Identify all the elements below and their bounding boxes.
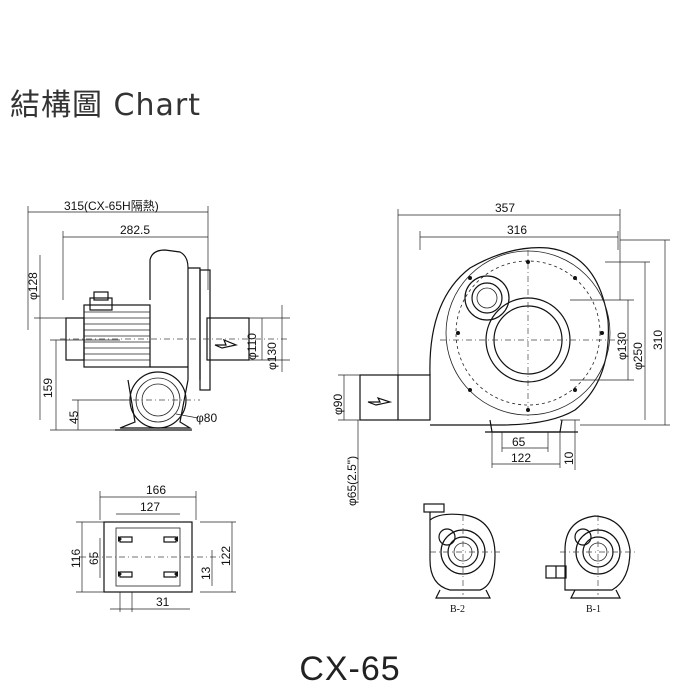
dim-base-65: 65	[512, 435, 526, 449]
side-view: 315(CX-65H隔熱) 282.5 φ128 159 45	[26, 199, 290, 431]
dim-dia-130-front: φ130	[615, 332, 629, 360]
dim-dia-80: φ80	[196, 411, 217, 425]
base-plan-view: 166 127 116 65 122 13	[69, 483, 236, 612]
dim-height-310: 310	[651, 330, 665, 350]
dim-overall-width: 315(CX-65H隔熱)	[64, 199, 159, 213]
variant-b1: B-1	[545, 515, 636, 615]
model-label: CX-65	[299, 650, 401, 688]
variant-b2: B-2	[423, 503, 500, 615]
dim-dia-250: φ250	[631, 342, 645, 370]
dim-dia-110: φ110	[245, 333, 259, 360]
dim-dia-90: φ90	[331, 394, 345, 415]
dim-width-127: 127	[140, 500, 160, 514]
dim-height-65-base: 65	[87, 551, 101, 565]
dim-height-10: 10	[562, 451, 576, 465]
variant-b2-label: B-2	[450, 604, 465, 615]
dim-dia-65: φ65(2.5")	[345, 456, 359, 506]
dim-height-159: 159	[41, 378, 55, 398]
dim-width-357: 357	[495, 201, 515, 215]
dim-height-122-base: 122	[219, 546, 233, 566]
page-title: 結構圖 Chart	[10, 88, 201, 123]
dim-width-166: 166	[146, 483, 166, 497]
front-view: 357 316 65	[331, 201, 670, 506]
dim-height-13: 13	[199, 566, 213, 580]
dim-width-316: 316	[507, 223, 527, 237]
dim-base-122: 122	[511, 451, 531, 465]
dim-height-116: 116	[69, 549, 83, 568]
dim-motor-width: 282.5	[120, 223, 150, 237]
dim-height-45: 45	[67, 410, 81, 424]
dim-height-128: φ128	[26, 272, 40, 300]
dim-width-31: 31	[156, 595, 170, 609]
variant-b1-label: B-1	[586, 604, 601, 615]
dim-dia-130: φ130	[265, 342, 279, 370]
